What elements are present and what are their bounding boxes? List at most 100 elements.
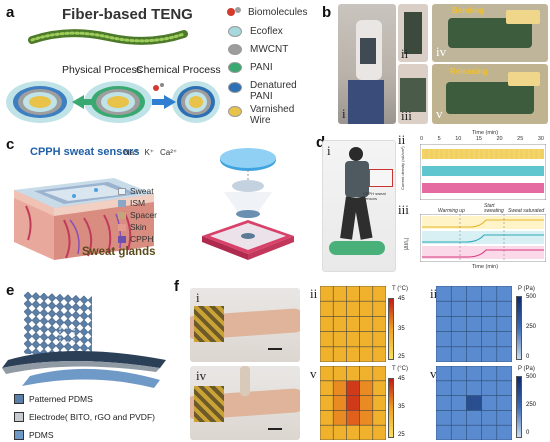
legend-pdms: PDMS bbox=[14, 430, 155, 440]
roman-b-ii: ii bbox=[401, 46, 409, 61]
roman-b-v: v bbox=[436, 106, 443, 121]
photo-f-iv: iv bbox=[190, 366, 300, 440]
legend-patterned-pdms: Patterned PDMS bbox=[14, 394, 155, 404]
legend-electrode: Electrode( BITO, rGO and PVDF) bbox=[14, 412, 155, 422]
temp-colorbar-ii bbox=[388, 298, 394, 360]
legend-ism: ISM bbox=[118, 198, 157, 208]
physical-process-label: Physical Process bbox=[62, 64, 142, 76]
pressure-colorbar-iii bbox=[516, 296, 522, 360]
skin-swatch bbox=[118, 223, 126, 231]
pressure-label-vi: P (Pa) bbox=[518, 366, 535, 372]
legend-skin: Skin bbox=[118, 222, 157, 232]
pressure-map-iii bbox=[436, 286, 512, 362]
ism-swatch bbox=[118, 199, 126, 207]
roman-d-i: i bbox=[327, 143, 331, 158]
panel-f-letter: f bbox=[174, 278, 179, 295]
varnished-wire-swatch bbox=[228, 106, 242, 117]
pdms-swatch bbox=[14, 430, 24, 440]
pani-swatch bbox=[228, 62, 242, 73]
heatmap-f-ii: ii T (°C) 45 35 25 bbox=[310, 286, 408, 362]
temperature-map-ii bbox=[320, 286, 386, 362]
ion-labels: Na⁺ K⁺ Ca²⁺ bbox=[124, 148, 178, 157]
chemical-process-label: Chemical Process bbox=[136, 64, 221, 76]
electrode-swatch bbox=[14, 412, 24, 422]
sweat-sensor-sign: CPPH sweat sensors bbox=[363, 191, 386, 201]
layered-device-illustration bbox=[2, 291, 166, 388]
legend-mwcnt: MWCNT bbox=[228, 44, 288, 55]
ecoflex-swatch bbox=[228, 26, 242, 37]
photo-f-i: i bbox=[190, 288, 300, 362]
panel-b-letter: b bbox=[322, 4, 332, 21]
legend-ecoflex: Ecoflex bbox=[228, 26, 283, 37]
panel-a-letter: a bbox=[6, 4, 15, 21]
heatmap-f-v: v T (°C) 45 35 25 bbox=[310, 366, 408, 440]
panel-e-letter: e bbox=[6, 282, 15, 299]
legend-sweat: Sweat bbox=[118, 186, 157, 196]
fiber-illustration bbox=[28, 29, 188, 45]
panel-d-letter: d bbox=[316, 134, 326, 151]
panel-c-letter: c bbox=[6, 136, 15, 153]
pressure-label-iii: P (Pa) bbox=[518, 286, 535, 292]
cpph-swatch bbox=[118, 235, 126, 243]
panel-a-title: Fiber-based TENG bbox=[62, 6, 193, 23]
cpph-title: CPPH sweat sensors bbox=[30, 146, 140, 158]
roman-f-vi: vi bbox=[430, 366, 441, 381]
heatmap-f-iii: iii P (Pa) 500 250 0 bbox=[430, 286, 537, 362]
legend-biomolecules: Biomolecules bbox=[226, 6, 307, 18]
axis-top-label: Time (min) bbox=[472, 130, 499, 136]
ylabel-bottom: |ΔI/I₀| bbox=[404, 237, 410, 250]
pressure-colorbar-vi bbox=[516, 376, 522, 438]
chart-d-iii: iii |ΔI/I₀| Warming up Start sweating Sw… bbox=[398, 202, 546, 270]
legend-spacer: Spacer bbox=[118, 210, 157, 220]
photo-d-i: CPPH sweat sensors i bbox=[322, 140, 396, 272]
sweat-glands-label: Sweat glands bbox=[82, 246, 156, 258]
bending-label: Bending bbox=[452, 6, 484, 15]
panel-a: a Fiber-based TENG bbox=[0, 0, 307, 128]
panel-c: c CPPH sweat sensors Na⁺ K⁺ Ca²⁺ Sweat I… bbox=[0, 130, 310, 270]
panel-b: b i ii iii Bending iv Releasing v bbox=[322, 0, 550, 128]
photo-b-iii: iii bbox=[398, 64, 428, 124]
exploded-sensor-illustration bbox=[202, 148, 294, 260]
roman-f-iii: iii bbox=[430, 286, 441, 301]
roman-d-ii: ii bbox=[398, 132, 406, 147]
molecule-icon bbox=[227, 7, 241, 16]
roman-b-iv: iv bbox=[436, 44, 447, 59]
relative-current-plot bbox=[420, 214, 546, 262]
photo-b-iv: Bending iv bbox=[432, 4, 548, 62]
releasing-label: Releasing bbox=[450, 67, 488, 76]
legend-pani: PANI bbox=[228, 62, 273, 73]
patterned-pdms-swatch bbox=[14, 394, 24, 404]
photo-b-v: Releasing v bbox=[432, 64, 548, 124]
photo-b-i: i bbox=[338, 4, 396, 124]
roman-f-iv: iv bbox=[196, 368, 207, 383]
panel-f: f i iv ii T (°C) 45 35 25 iii bbox=[174, 278, 550, 442]
temp-label-ii: T (°C) bbox=[392, 286, 408, 292]
roman-b-iii: iii bbox=[401, 108, 412, 123]
roman-b-i: i bbox=[342, 106, 346, 121]
panel-c-legend: Sweat ISM Spacer Skin CPPH bbox=[118, 186, 157, 244]
legend-varnished-wire: Varnished Wire bbox=[228, 104, 300, 126]
panel-e: e Patterned PDMS Electrode( BITO, rGO an… bbox=[0, 282, 170, 442]
roman-f-v: v bbox=[310, 366, 317, 381]
pressure-map-vi bbox=[436, 366, 512, 440]
temp-label-v: T (°C) bbox=[392, 366, 408, 372]
roman-f-ii: ii bbox=[310, 286, 318, 301]
current-density-plot bbox=[420, 144, 546, 200]
legend-cpph: CPPH bbox=[118, 234, 157, 244]
roman-f-i: i bbox=[196, 290, 200, 305]
panel-e-legend: Patterned PDMS Electrode( BITO, rGO and … bbox=[14, 394, 155, 440]
ylabel-top: Current density (nA/cm²) bbox=[400, 146, 405, 190]
spacer-swatch bbox=[118, 211, 126, 219]
sweat-swatch bbox=[118, 187, 126, 195]
mwcnt-swatch bbox=[228, 44, 242, 55]
photo-b-ii: ii bbox=[398, 4, 428, 62]
skin-block-illustration bbox=[14, 178, 154, 260]
roman-d-iii: iii bbox=[398, 202, 409, 217]
heatmap-f-vi: vi P (Pa) 500 250 0 bbox=[430, 364, 548, 442]
temp-colorbar-v bbox=[388, 378, 394, 438]
axis-bottom-label: Time (min) bbox=[472, 264, 499, 270]
temperature-map-v bbox=[320, 366, 386, 440]
